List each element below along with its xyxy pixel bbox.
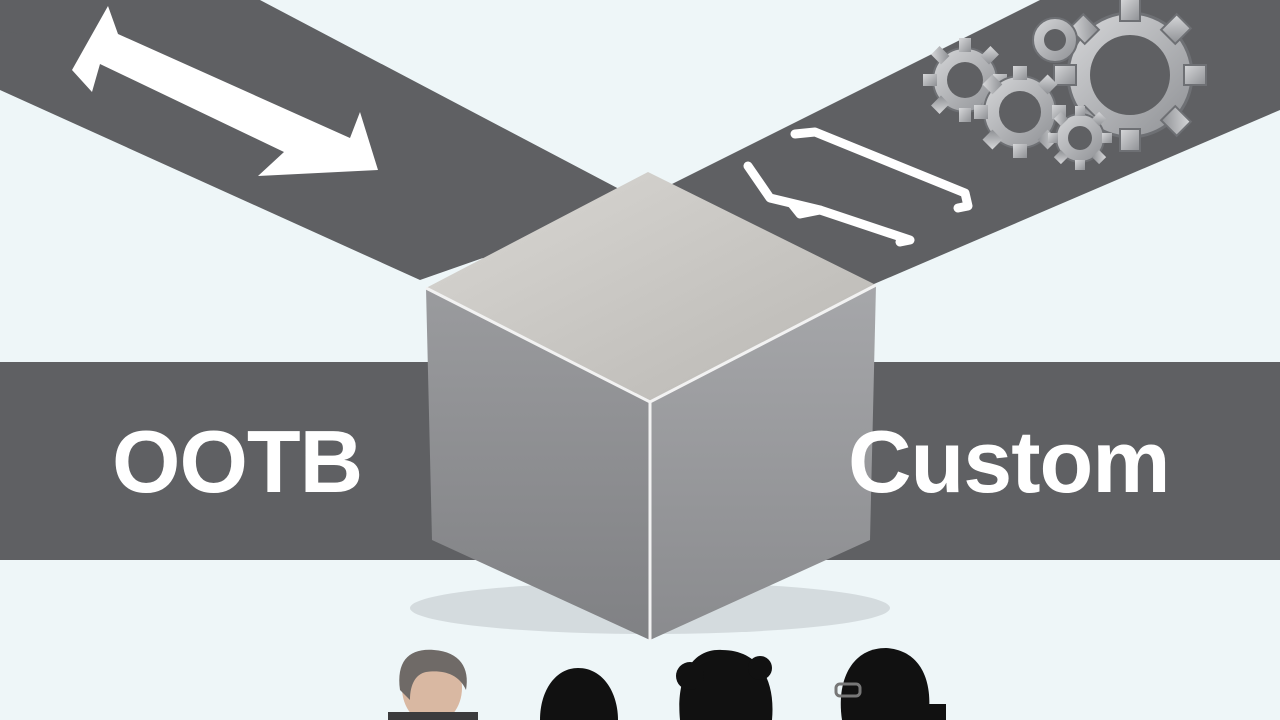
person-icon xyxy=(388,649,478,720)
person-icon xyxy=(540,668,618,720)
gears-icon xyxy=(923,0,1207,170)
cube-icon xyxy=(425,172,877,640)
person-icon xyxy=(834,648,946,720)
double-arrow-icon xyxy=(72,6,378,176)
curly-braces-icon xyxy=(743,127,973,247)
custom-label: Custom xyxy=(848,412,1171,511)
people-group xyxy=(388,648,946,720)
person-icon xyxy=(676,649,773,720)
ootb-label: OOTB xyxy=(112,412,363,511)
